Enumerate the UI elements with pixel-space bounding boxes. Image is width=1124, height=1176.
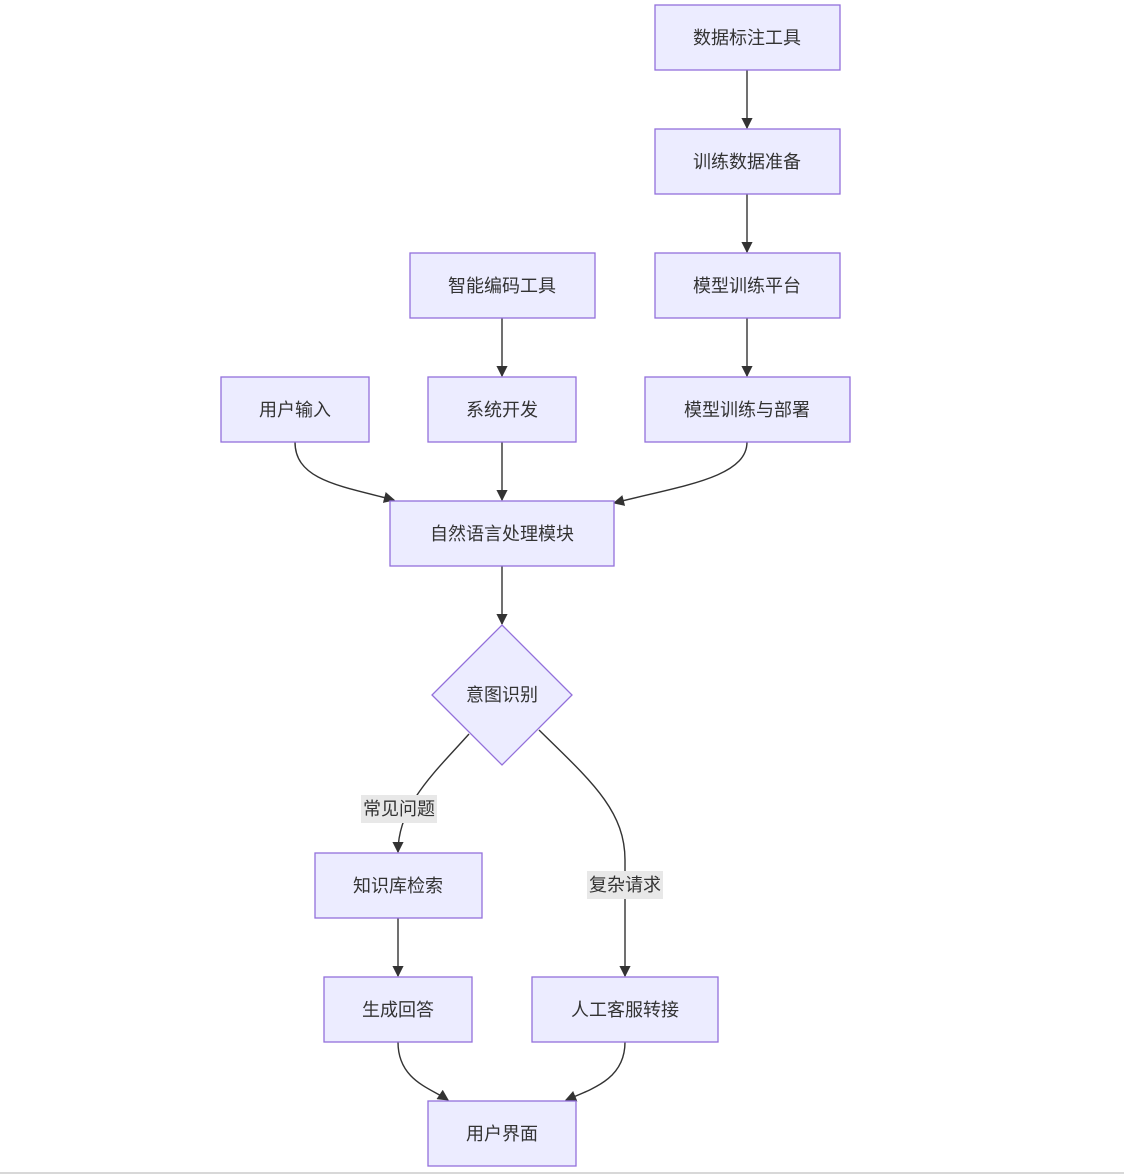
node-diamond — [431, 624, 573, 766]
edge-answer-to-ui — [397, 1041, 449, 1101]
node-label: 数据标注工具 — [693, 28, 801, 49]
node-intent-recognition[interactable]: 意图识别 — [431, 624, 573, 766]
edge-deploy-to-nlp — [612, 441, 748, 506]
edge-human-to-ui — [564, 1041, 626, 1102]
node-box — [220, 376, 370, 443]
edge-label-bg — [361, 795, 437, 823]
node-knowledge-base-search[interactable]: 知识库检索 — [314, 852, 483, 919]
node-label: 用户界面 — [466, 1124, 538, 1145]
node-box — [389, 500, 615, 567]
node-box — [654, 4, 841, 71]
node-label: 智能编码工具 — [448, 276, 556, 297]
node-model-training-platform[interactable]: 模型训练平台 — [654, 252, 841, 319]
node-label: 人工客服转接 — [571, 1000, 679, 1021]
node-smart-coding-tool[interactable]: 智能编码工具 — [409, 252, 596, 319]
node-label: 知识库检索 — [353, 876, 443, 897]
node-label: 模型训练平台 — [693, 276, 801, 297]
node-data-annotation-tool[interactable]: 数据标注工具 — [654, 4, 841, 71]
node-system-development[interactable]: 系统开发 — [427, 376, 577, 443]
node-label: 系统开发 — [466, 400, 538, 421]
edge-label-bg — [587, 871, 663, 899]
node-human-agent-transfer[interactable]: 人工客服转接 — [531, 976, 719, 1043]
node-label: 意图识别 — [466, 685, 538, 706]
edge-intent-to-kb — [392, 733, 470, 854]
node-nlp-module[interactable]: 自然语言处理模块 — [389, 500, 615, 567]
node-label: 生成回答 — [362, 1000, 434, 1021]
node-model-training-deploy[interactable]: 模型训练与部署 — [644, 376, 851, 443]
node-box — [427, 1100, 577, 1167]
node-label: 用户输入 — [259, 400, 331, 421]
node-box — [531, 976, 719, 1043]
node-label: 自然语言处理模块 — [430, 524, 574, 545]
node-label: 模型训练与部署 — [684, 400, 810, 421]
node-box — [323, 976, 473, 1043]
edge-intent-to-human — [538, 729, 631, 978]
node-user-interface[interactable]: 用户界面 — [427, 1100, 577, 1167]
node-user-input[interactable]: 用户输入 — [220, 376, 370, 443]
edge-label-text: 常见问题 — [363, 799, 435, 820]
edges — [294, 70, 753, 1102]
bottom-divider — [0, 1172, 1124, 1174]
node-training-data-prep[interactable]: 训练数据准备 — [654, 128, 841, 195]
node-box — [427, 376, 577, 443]
edge-label-faq: 常见问题 — [361, 795, 437, 823]
node-box — [644, 376, 851, 443]
node-label: 训练数据准备 — [693, 152, 801, 173]
edge-userinput-to-nlp — [294, 441, 396, 503]
node-box — [654, 252, 841, 319]
edge-label-complex-request: 复杂请求 — [587, 871, 663, 899]
node-box — [314, 852, 483, 919]
node-generate-answer[interactable]: 生成回答 — [323, 976, 473, 1043]
node-box — [654, 128, 841, 195]
edge-label-text: 复杂请求 — [589, 875, 661, 896]
node-box — [409, 252, 596, 319]
